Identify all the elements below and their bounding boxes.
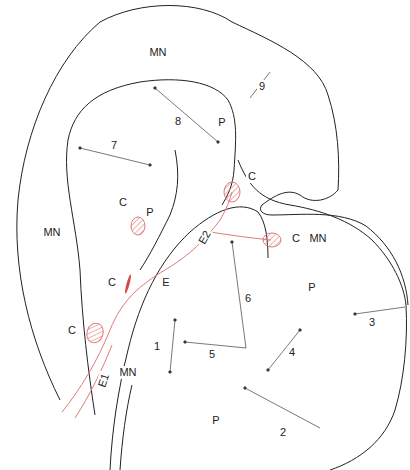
callout-number: 5 [207,348,217,361]
region-label: MN [117,366,138,379]
region-label: P [306,281,317,294]
canal-label: C [246,170,258,183]
region-label: P [216,116,227,129]
canal-label: E1 [95,370,113,391]
callout-number: 4 [287,346,297,359]
canal-label: C [290,232,302,245]
callout-number: 9 [257,80,267,93]
region-label: P [210,414,221,427]
canal-label: C [66,324,78,337]
region-label: MN [147,46,168,59]
canal-label: C [106,276,118,289]
canal-label: E [160,276,171,289]
callout-number: 3 [367,316,377,329]
callout-number: 8 [173,115,183,128]
callout-number: 6 [243,292,253,305]
region-label: MN [307,232,328,245]
callout-number: 1 [152,340,162,353]
canal-label: C [117,196,129,209]
region-label: MN [41,226,62,239]
callout-number: 7 [109,139,119,152]
region-label: P [144,206,155,219]
callout-number: 2 [278,426,288,439]
